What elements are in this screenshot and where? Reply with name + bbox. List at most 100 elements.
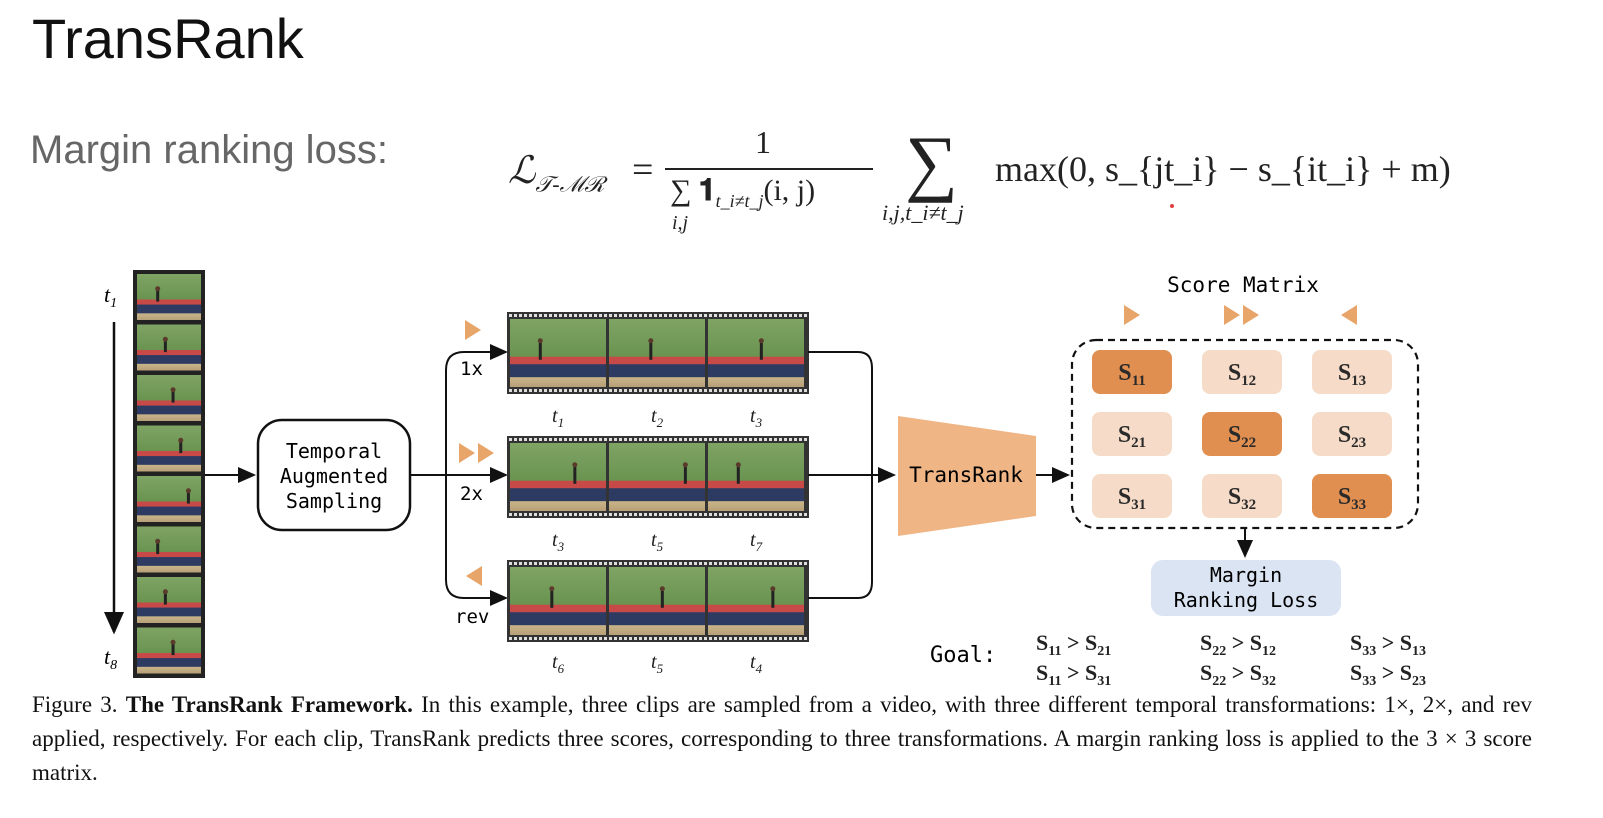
video-frame-5 — [137, 476, 201, 522]
video-frame-8 — [137, 627, 201, 674]
matrix-col1-play-icon — [1124, 305, 1140, 325]
clip-1x-frame-2 — [609, 319, 705, 387]
goal-2-3: S33 > S23 — [1350, 660, 1426, 685]
reverse-arrow-icon — [466, 566, 482, 586]
time-label-2x-1: t3 — [552, 529, 565, 554]
time-label-1x-2: t2 — [651, 405, 664, 430]
slide-title: TransRank — [32, 7, 304, 70]
branch-label-rev: rev — [455, 606, 489, 628]
time-label-1x-1: t1 — [552, 405, 564, 430]
input-video-strip — [133, 270, 205, 678]
score-label-s22: S22 — [1228, 422, 1256, 451]
score-cell-s22 — [1202, 412, 1282, 456]
clip-rev-frame-1 — [510, 567, 606, 635]
sampler-label-line3: Sampling — [286, 489, 382, 513]
play-arrow-icon — [465, 320, 481, 340]
goal-2-2: S22 > S32 — [1200, 660, 1276, 685]
slide-subtitle: Margin ranking loss: — [30, 128, 388, 172]
frame-label-end: t8 — [104, 644, 117, 673]
formula-sum: ∑ — [905, 122, 958, 204]
goal-2-1: S11 > S31 — [1036, 660, 1111, 685]
score-cell-s11 — [1092, 350, 1172, 394]
clip-1x-frame-1 — [510, 319, 606, 387]
formula-numerator: 1 — [755, 124, 771, 160]
time-label-rev-3: t4 — [750, 651, 763, 676]
branch-label-2x: 2x — [460, 483, 483, 505]
caption-prefix: Figure 3. — [32, 692, 118, 717]
time-label-2x-3: t7 — [750, 529, 763, 554]
clip-2x-frame-3 — [708, 443, 804, 511]
time-label-2x-2: t5 — [651, 529, 664, 554]
score-cell-s12 — [1202, 350, 1282, 394]
transrank-model-block — [898, 416, 1036, 536]
sampler-label-line2: Augmented — [280, 464, 388, 488]
loss-label-line2: Ranking Loss — [1174, 588, 1319, 612]
clip-rev-frame-3 — [708, 567, 804, 635]
merge-line-bottom — [808, 475, 873, 599]
video-frame-1 — [137, 274, 201, 320]
branch-1x-line — [445, 344, 508, 475]
video-frame-7 — [137, 577, 201, 623]
score-label-s11: S11 — [1118, 360, 1146, 389]
score-label-s31: S31 — [1118, 484, 1146, 513]
formula-equals: = — [632, 149, 654, 191]
caption-bold: The TransRank Framework. — [125, 692, 413, 717]
score-label-s32: S32 — [1228, 484, 1256, 513]
score-cell-s33 — [1312, 474, 1392, 518]
formula-lhs: ℒ𝒯-ℳℛ — [508, 150, 605, 197]
score-cell-s31 — [1092, 474, 1172, 518]
score-label-s12: S12 — [1228, 360, 1256, 389]
fraction-line — [665, 168, 873, 170]
score-cell-s23 — [1312, 412, 1392, 456]
clip-strips — [507, 312, 809, 642]
clip-rev-frame-2 — [609, 567, 705, 635]
score-label-s13: S13 — [1338, 360, 1366, 389]
clip-rev — [507, 560, 809, 642]
loss-label-line1: Margin — [1210, 563, 1282, 587]
matrix-col3-reverse-icon — [1341, 305, 1357, 325]
fast-forward-icon — [459, 443, 494, 463]
frame-label-start: t1 — [104, 282, 117, 311]
transrank-diagram: t1 t8 Temporal Augmented Sampling 1x 2x … — [104, 270, 1426, 685]
clip-1x-frame-3 — [708, 319, 804, 387]
time-label-rev-2: t5 — [651, 651, 664, 676]
formula-denominator-index: i,j — [672, 212, 689, 234]
clip-1x — [507, 312, 809, 394]
score-cell-s21 — [1092, 412, 1172, 456]
video-frame-4 — [137, 425, 201, 472]
score-cell-s13 — [1312, 350, 1392, 394]
time-label-1x-3: t3 — [750, 405, 763, 430]
goal-1-2: S22 > S12 — [1200, 630, 1276, 659]
score-matrix-title: Score Matrix — [1167, 273, 1319, 297]
formula-rhs: max(0, s_{jt_i} − s_{it_i} + m) — [995, 149, 1451, 189]
clip-2x-frame-1 — [510, 443, 606, 511]
branch-rev-line — [445, 475, 508, 606]
goal-1-3: S33 > S13 — [1350, 630, 1426, 659]
caption-text: In this example, three clips are sampled… — [32, 692, 1532, 785]
clip-2x — [507, 436, 809, 518]
pointer-dot — [1170, 204, 1174, 208]
video-frame-3 — [137, 375, 201, 421]
formula-denominator: ∑ 𝟏t_i≠t_j(i, j) — [670, 174, 816, 211]
video-frame-6 — [137, 526, 201, 573]
sampler-label-line1: Temporal — [286, 439, 382, 463]
formula-sum-index: i,j,t_i≠t_j — [882, 200, 964, 225]
merge-line-top — [808, 351, 873, 475]
goal-1-1: S11 > S21 — [1036, 630, 1111, 659]
matrix-col2-fast-forward-icon — [1224, 305, 1259, 325]
time-label-rev-1: t6 — [552, 651, 565, 676]
video-frame-2 — [137, 324, 201, 371]
goal-label: Goal: — [930, 643, 996, 668]
clip-2x-frame-2 — [609, 443, 705, 511]
loss-formula: ℒ𝒯-ℳℛ = 1 ∑ 𝟏t_i≠t_j(i, j) i,j ∑ i,j,t_i… — [500, 120, 1451, 250]
score-cell-s32 — [1202, 474, 1282, 518]
branch-label-1x: 1x — [460, 358, 483, 380]
model-label: TransRank — [909, 463, 1023, 487]
figure-caption: Figure 3. The TransRank Framework. In th… — [32, 688, 1532, 790]
margin-ranking-loss-box — [1151, 560, 1341, 616]
score-label-s21: S21 — [1118, 422, 1146, 451]
score-label-s33: S33 — [1338, 484, 1366, 513]
score-label-s23: S23 — [1338, 422, 1366, 451]
